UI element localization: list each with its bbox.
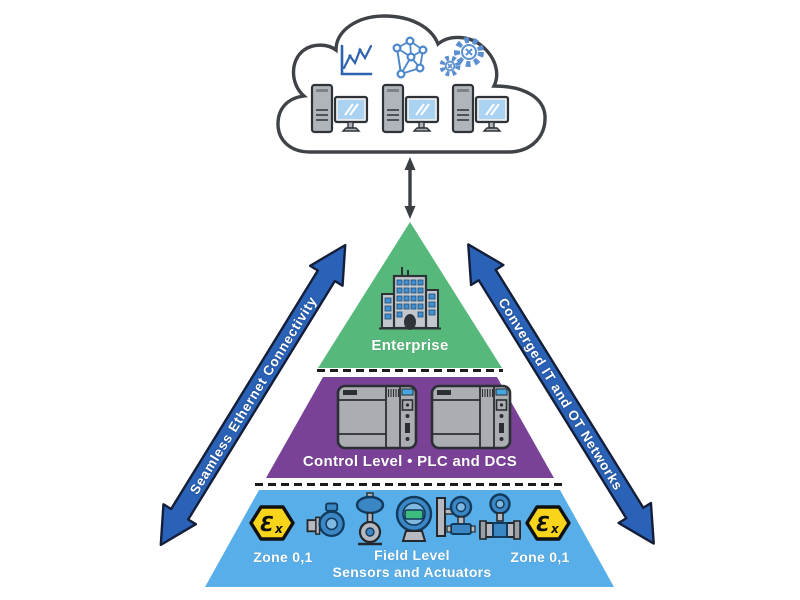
control-valve-icon (355, 492, 385, 546)
field-level-label-line1: Field Level (374, 547, 450, 563)
monitor-icon (474, 95, 510, 132)
server-tower-icon (451, 83, 475, 134)
server-tower-icon (381, 83, 405, 134)
field-level-label-line2: Sensors and Actuators (332, 564, 492, 580)
monitor-icon (333, 95, 369, 132)
wall-transmitter-icon (436, 495, 476, 537)
ex-mark-epsilon: Ɛ (260, 512, 274, 536)
ex-mark-epsilon: Ɛ (536, 512, 550, 536)
ex-mark-sub: x (274, 522, 284, 536)
ex-mark-sub: x (550, 522, 560, 536)
server-tower-icon (310, 83, 334, 134)
double-arrow-shape (159, 243, 347, 547)
level-separator-dashed (255, 483, 565, 486)
plc-icon-left (336, 384, 418, 450)
pipe-flow-transmitter-icon (479, 493, 521, 540)
cloud-pyramid-connector-arrow (404, 157, 416, 219)
plc-icon-right (430, 384, 512, 450)
right-arrow: Converged IT and OT Networks (446, 228, 676, 559)
left-arrow: Seamless Ethernet Connectivity (138, 229, 368, 561)
flow-meter-icon (395, 495, 433, 542)
server-monitor-pair (310, 83, 510, 134)
enterprise-building-icon (379, 267, 441, 330)
pump-valve-icon (306, 502, 345, 538)
monitor-icon (404, 95, 440, 132)
gears-icon (439, 37, 484, 77)
level-separator-dashed (317, 369, 503, 372)
enterprise-label: Enterprise (371, 337, 449, 354)
double-arrow-shape (467, 243, 655, 545)
ex-hexagon-right: Ɛ x (525, 505, 571, 541)
cloud (276, 14, 547, 154)
line-chart-icon (340, 44, 373, 76)
network-graph-icon (392, 36, 428, 79)
zone-label-right: Zone 0,1 (510, 549, 570, 565)
control-level-label: Control Level • PLC and DCS (302, 453, 518, 470)
zone-label-left: Zone 0,1 (253, 549, 313, 565)
ex-hexagon-left: Ɛ x (249, 505, 295, 541)
